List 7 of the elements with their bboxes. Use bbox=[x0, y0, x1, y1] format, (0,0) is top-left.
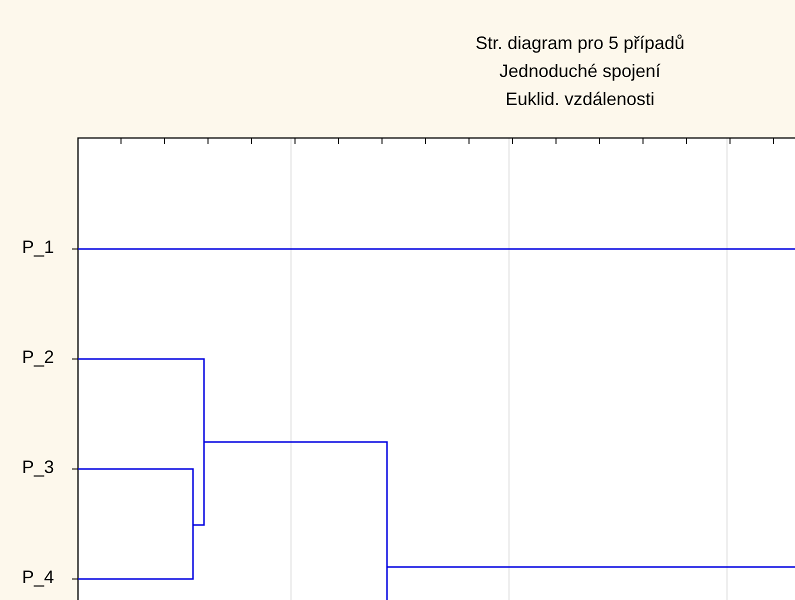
case-label: P_2 bbox=[22, 347, 54, 368]
chart-subtitle: Euklid. vzdálenosti bbox=[504, 89, 656, 110]
case-label: P_1 bbox=[22, 237, 54, 258]
chart-title: Str. diagram pro 5 případů bbox=[474, 33, 686, 54]
case-label: P_4 bbox=[22, 567, 54, 588]
chart-subtitle: Jednoduché spojení bbox=[498, 61, 662, 82]
case-label: P_3 bbox=[22, 457, 54, 478]
